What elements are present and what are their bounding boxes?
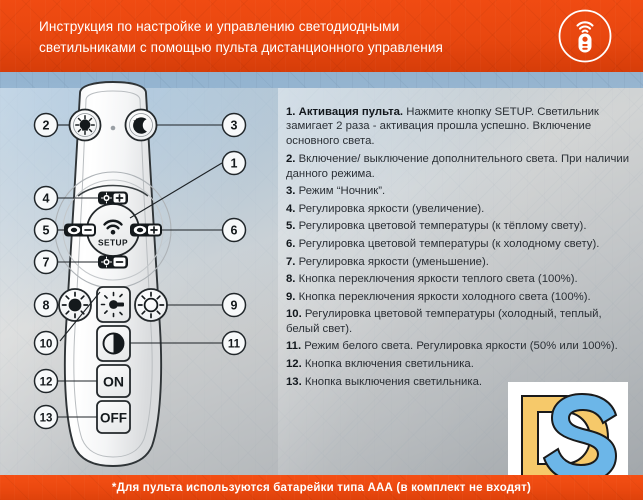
step-text: Регулировка цветовой температуры (холодн… xyxy=(286,308,602,335)
step-number: 2. xyxy=(286,153,296,166)
callout-8: 8 xyxy=(33,292,59,318)
step-number: 9. xyxy=(286,290,296,303)
svg-text:3: 3 xyxy=(231,119,238,133)
callout-11: 11 xyxy=(221,330,247,356)
button-7-brightness-down[interactable] xyxy=(98,255,128,269)
instruction-step-1: 1. Активация пульта. Нажмите кнопку SETU… xyxy=(286,105,638,148)
header-divider-texture xyxy=(0,72,643,88)
step-number: 7. xyxy=(286,255,296,268)
logo-letter-s xyxy=(542,392,618,484)
off-label: OFF xyxy=(100,411,127,426)
instruction-step-13: 13. Кнопка выключения светильника. xyxy=(286,375,638,389)
instruction-step-9: 9. Кнопка переключения яркости холодного… xyxy=(286,290,638,304)
instruction-step-2: 2. Включение/ выключение дополнительного… xyxy=(286,152,638,181)
step-text: Регулировка яркости (уменьшение). xyxy=(295,255,489,268)
step-text: Кнопка включения светильника. xyxy=(301,357,474,370)
instruction-steps-list: 1. Активация пульта. Нажмите кнопку SETU… xyxy=(286,105,638,392)
button-11-white-mode[interactable] xyxy=(96,325,131,362)
callout-5: 5 xyxy=(33,217,59,243)
instruction-step-10: 10. Регулировка цветовой температуры (хо… xyxy=(286,307,638,336)
svg-text:10: 10 xyxy=(40,339,53,351)
svg-text:5: 5 xyxy=(43,224,50,238)
callout-2: 2 xyxy=(33,112,59,138)
remote-control-diagram: SETUP xyxy=(0,78,286,478)
svg-text:13: 13 xyxy=(40,413,53,425)
step-number: 11. xyxy=(286,340,302,353)
callout-12: 12 xyxy=(33,368,59,394)
button-2-main-light[interactable] xyxy=(68,108,102,142)
on-label: ON xyxy=(103,374,124,390)
header-texture xyxy=(0,0,643,72)
svg-text:6: 6 xyxy=(231,224,238,238)
svg-text:1: 1 xyxy=(231,157,238,171)
svg-text:8: 8 xyxy=(43,299,50,313)
step-lead: Активация пульта. xyxy=(295,106,404,118)
callout-7: 7 xyxy=(33,249,59,275)
step-number: 3. xyxy=(286,185,296,198)
header-banner: Инструкция по настройке и управлению све… xyxy=(0,0,643,72)
instruction-step-11: 11. Режим белого света. Регулировка ярко… xyxy=(286,339,638,353)
step-number: 6. xyxy=(286,238,296,250)
step-text: Кнопка переключения яркости теплого свет… xyxy=(295,273,578,286)
button-8-warm-100[interactable] xyxy=(58,288,92,322)
svg-text:4: 4 xyxy=(43,192,50,206)
instruction-step-7: 7. Регулировка яркости (уменьшение). xyxy=(286,255,638,269)
remote-body xyxy=(63,81,163,467)
page-title: Инструкция по настройке и управлению све… xyxy=(39,19,444,55)
step-text: Кнопка выключения светильника. xyxy=(301,375,483,388)
step-text: Режим “Ночник”. xyxy=(295,185,386,198)
step-text: Регулировка цветовой температуры (к тёпл… xyxy=(295,220,587,233)
callout-13: 13 xyxy=(33,404,59,430)
svg-text:12: 12 xyxy=(40,377,53,389)
callout-badges: 2 4 5 7 8 xyxy=(33,112,247,430)
header-divider xyxy=(0,72,643,88)
callout-9: 9 xyxy=(221,292,247,318)
signal-icon xyxy=(103,219,123,235)
instruction-step-3: 3. Режим “Ночник”. xyxy=(286,184,638,198)
button-1-setup[interactable]: SETUP xyxy=(86,203,140,257)
setup-label: SETUP xyxy=(98,238,128,248)
step-text: Включение/ выключение дополнительного св… xyxy=(286,153,630,180)
step-number: 4. xyxy=(286,202,296,215)
instruction-step-8: 8. Кнопка переключения яркости теплого с… xyxy=(286,272,638,286)
svg-text:9: 9 xyxy=(231,299,238,313)
svg-text:2: 2 xyxy=(43,119,50,133)
button-4-brightness-up[interactable] xyxy=(98,191,128,205)
button-6-cool-temperature[interactable] xyxy=(130,223,162,237)
instruction-step-6: 6. Регулировка цветовой температуры (к х… xyxy=(286,237,638,251)
step-text: Нажмите кнопку SETUP. Светильник замигае… xyxy=(286,106,599,147)
step-number: 1. xyxy=(286,106,296,118)
callout-6: 6 xyxy=(221,217,247,243)
svg-text:11: 11 xyxy=(228,339,241,351)
step-text: Режим белого света. Регулировка яркости … xyxy=(301,340,618,353)
battery-note: *Для пульта используются батарейки типа … xyxy=(111,481,532,494)
step-text: Регулировка яркости (увеличение). xyxy=(295,202,485,215)
button-13-power-off[interactable]: OFF xyxy=(96,400,131,434)
step-text: Регулировка цветовой температуры (к холо… xyxy=(295,238,600,250)
footer-banner: *Для пульта используются батарейки типа … xyxy=(0,475,643,500)
remote-control-signal-icon xyxy=(557,8,613,64)
callout-leader-lines xyxy=(58,124,223,418)
callout-1: 1 xyxy=(221,150,247,176)
instruction-step-4: 4. Регулировка яркости (увеличение). xyxy=(286,202,638,216)
instruction-step-12: 12. Кнопка включения светильника. xyxy=(286,357,638,371)
callout-3: 3 xyxy=(221,112,247,138)
button-9-cool-100[interactable] xyxy=(134,288,168,322)
button-10-color-temperature[interactable] xyxy=(96,286,131,323)
instruction-step-5: 5. Регулировка цветовой температуры (к т… xyxy=(286,219,638,233)
step-number: 8. xyxy=(286,273,296,286)
button-12-power-on[interactable]: ON xyxy=(96,364,131,398)
step-text: Кнопка переключения яркости холодного св… xyxy=(295,290,591,303)
step-number: 5. xyxy=(286,220,296,233)
button-5-warm-temperature[interactable] xyxy=(64,223,96,237)
step-number: 12. xyxy=(286,357,302,370)
step-number: 13. xyxy=(286,375,302,388)
footer-texture xyxy=(0,475,643,500)
callout-4: 4 xyxy=(33,185,59,211)
button-3-night-mode[interactable] xyxy=(124,108,158,142)
callout-10: 10 xyxy=(33,330,59,356)
ir-led-icon xyxy=(110,125,116,131)
svg-text:7: 7 xyxy=(43,256,50,270)
step-number: 10. xyxy=(286,308,302,321)
